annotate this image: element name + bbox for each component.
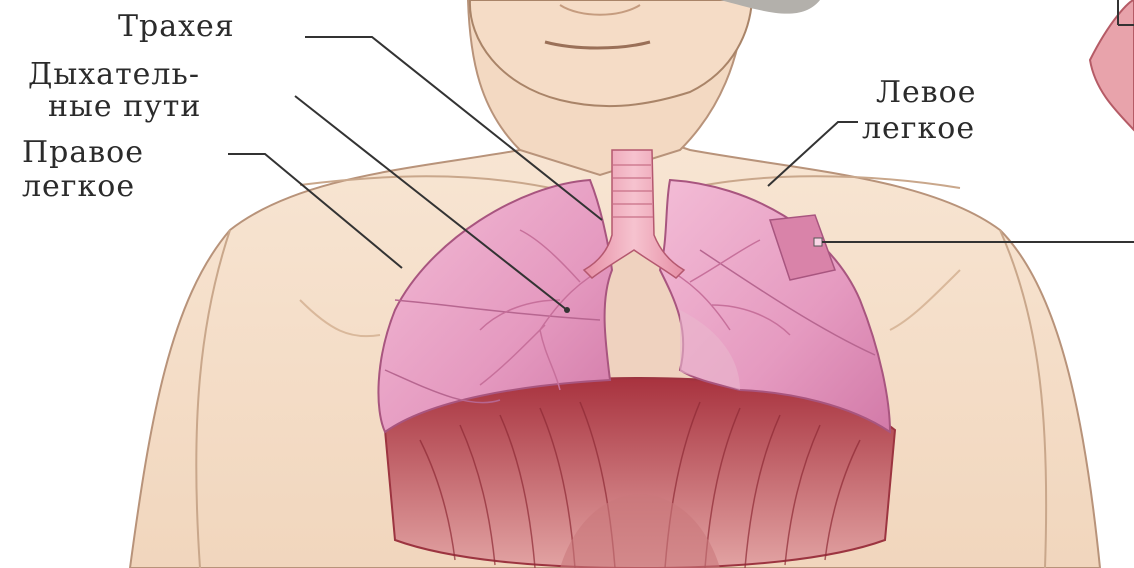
label-trachea: Трахея: [118, 10, 235, 44]
cutaway-marker: [814, 238, 822, 246]
label-right-lung-line1: Правое: [22, 136, 144, 170]
airways-pointer-dot: [564, 307, 570, 313]
label-left-lung-line1: Левое: [876, 76, 977, 110]
right-inset-fragment: [1090, 0, 1134, 130]
label-airways-line2: ные пути: [48, 90, 201, 124]
label-left-lung-line2: легкое: [862, 112, 975, 146]
label-airways-line1: Дыхатель-: [28, 58, 200, 92]
label-right-lung-line2: легкое: [22, 170, 135, 204]
